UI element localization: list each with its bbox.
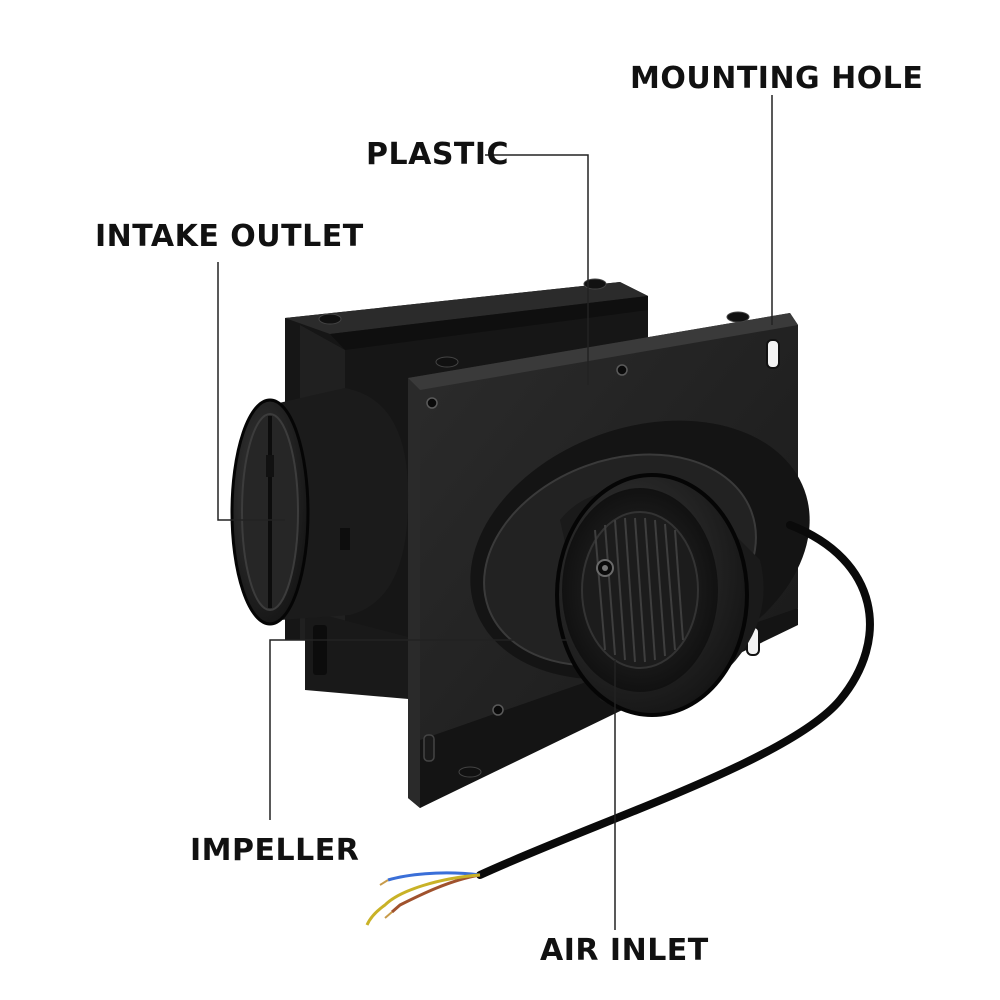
leader-lines (217, 95, 773, 930)
air-inlet-label: AIR INLET (540, 933, 709, 968)
impeller-icon (581, 511, 699, 669)
leader-line-intake-outlet (217, 262, 285, 521)
impeller-label: IMPELLER (190, 833, 360, 868)
leader-line-plastic (485, 154, 589, 385)
mounting-hole-label: MOUNTING HOLE (630, 61, 924, 96)
intake-outlet-label: INTAKE OUTLET (95, 219, 364, 254)
power-cable (365, 521, 874, 926)
plastic-label: PLASTIC (366, 137, 510, 172)
leader-line-impeller (269, 639, 568, 820)
mounting-hole-icon (318, 278, 780, 778)
intake-outlet-duct (230, 388, 409, 626)
